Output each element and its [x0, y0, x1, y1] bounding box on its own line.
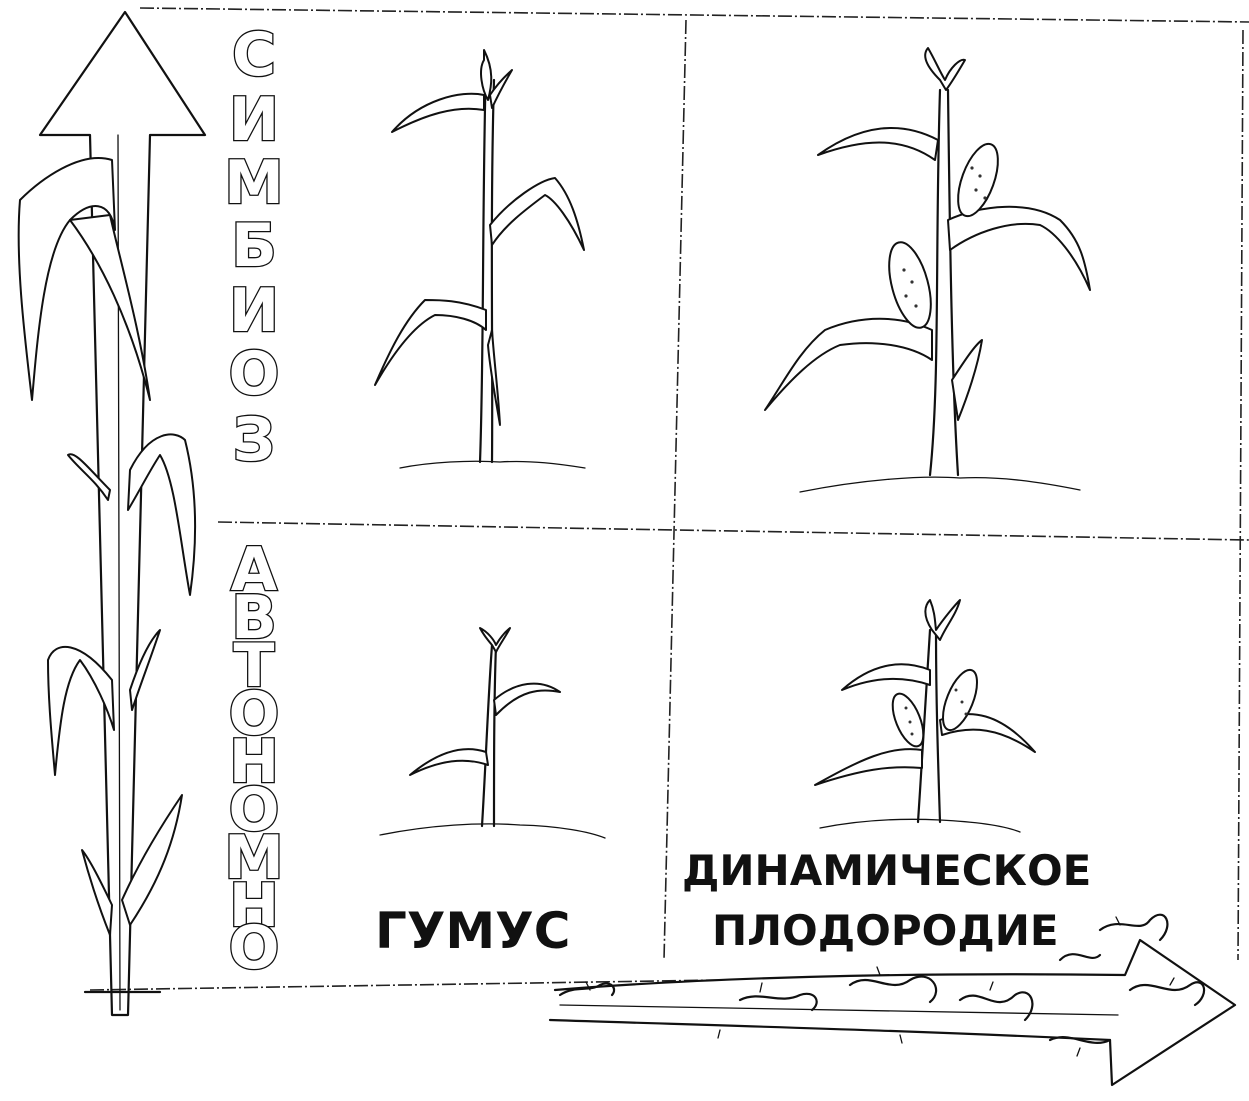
- worm: [1060, 954, 1100, 960]
- plant-top-right: [765, 48, 1090, 492]
- plant-top-left: [375, 50, 585, 468]
- label-dynamic-line1: ДИНАМИЧЕСКОЕ: [682, 846, 1091, 895]
- autonomous-letter: О: [228, 913, 279, 983]
- arrow-leaf-2: [70, 215, 150, 400]
- worm: [740, 994, 817, 1010]
- symbiosis-letter: М: [224, 148, 284, 218]
- vertical-arrow: [19, 12, 205, 1015]
- label-autonomous: А В Т О Н О М Н О: [224, 535, 284, 983]
- symbiosis-letter: О: [228, 339, 279, 409]
- worm: [1100, 915, 1167, 940]
- arrow-leaf-4: [68, 454, 110, 500]
- symbiosis-letter: З: [233, 405, 276, 475]
- plant-bottom-left: [380, 628, 605, 838]
- symbiosis-letter: И: [229, 85, 279, 155]
- plant-bottom-right: [815, 600, 1035, 832]
- symbiosis-letter: С: [232, 20, 276, 90]
- symbiosis-letter: Б: [231, 211, 277, 281]
- arrow-leaf-6: [130, 630, 160, 710]
- symbiosis-letter: И: [229, 276, 279, 346]
- label-humus: ГУМУС: [375, 902, 570, 960]
- worm: [960, 992, 1032, 1020]
- label-dynamic-line2: ПЛОДОРОДИЕ: [712, 906, 1059, 955]
- arrow-leaf-1: [19, 158, 115, 400]
- corn-cob: [881, 238, 939, 332]
- corn-cob: [886, 690, 929, 751]
- worm: [1130, 982, 1204, 1005]
- label-symbiosis: С И М Б И О З: [224, 20, 284, 475]
- worm: [850, 977, 936, 1002]
